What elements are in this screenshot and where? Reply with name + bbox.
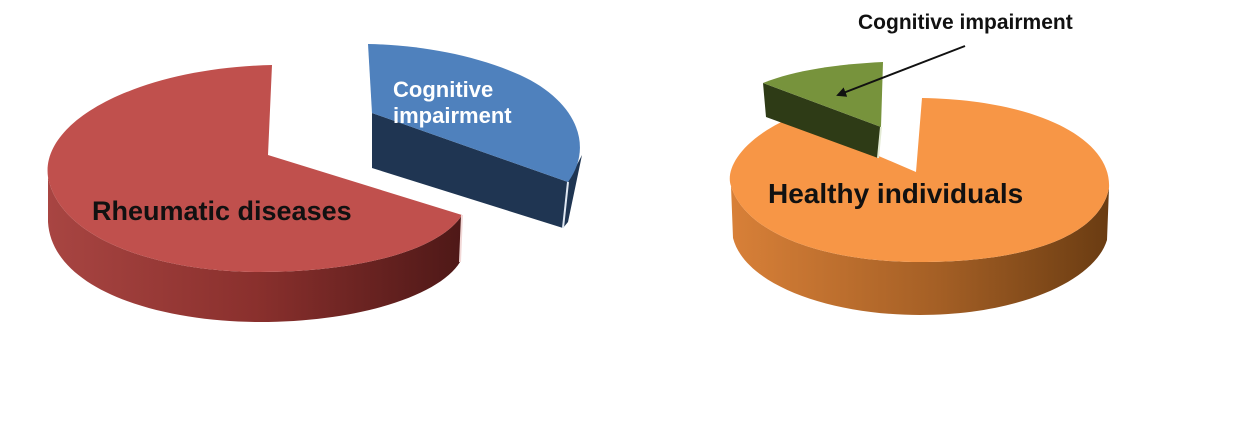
slice-rheumatic-diseases <box>47 65 463 322</box>
slice-side <box>372 113 582 228</box>
slice-cognitive-impairment-left <box>368 44 582 229</box>
slice-top <box>368 44 580 182</box>
slice-healthy-individuals <box>729 98 1110 315</box>
slice-side <box>48 177 462 322</box>
slice-cognitive-impairment-right <box>763 62 883 159</box>
label-cognitive-impairment-right: Cognitive impairment <box>858 11 1073 34</box>
label-cognitive-impairment-left-line2: impairment <box>393 103 512 128</box>
slice-top <box>729 98 1110 262</box>
slice-side <box>763 83 881 158</box>
slice-edge <box>562 181 569 229</box>
pie-chart-rheumatic: Rheumatic diseases Cognitive impairment <box>47 44 582 322</box>
label-cognitive-impairment-left-line1: Cognitive <box>393 77 493 102</box>
pie-chart-healthy: Healthy individuals Cognitive impairment <box>729 11 1110 315</box>
callout-arrow <box>836 45 966 97</box>
label-healthy-individuals: Healthy individuals <box>768 178 1023 209</box>
slice-top <box>763 62 883 127</box>
label-rheumatic-diseases: Rheumatic diseases <box>92 196 352 226</box>
slice-side <box>731 186 1109 315</box>
slice-top <box>47 65 463 272</box>
